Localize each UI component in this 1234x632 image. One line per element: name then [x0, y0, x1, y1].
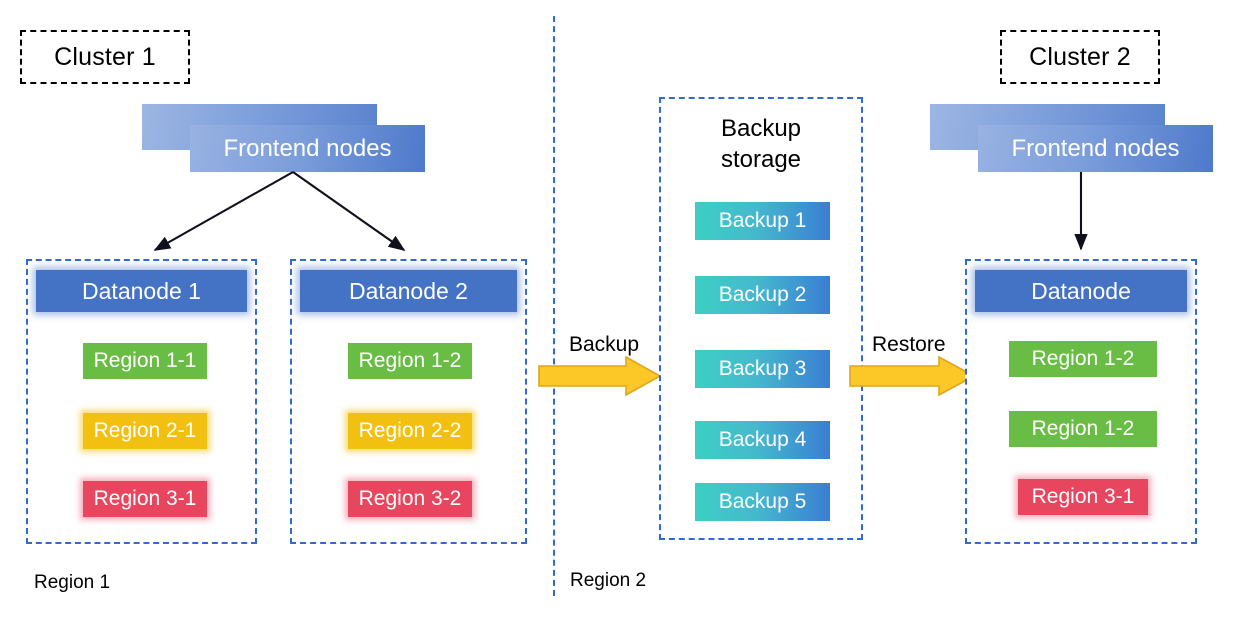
region-caption-2: Region 2	[570, 570, 646, 592]
region-caption-2-label: Region 2	[570, 570, 647, 591]
datanode-header-2-label: Datanode 2	[349, 277, 468, 304]
backup-item[interactable]: Backup 2	[695, 276, 830, 314]
datanode-header-1: Datanode 1	[36, 270, 247, 312]
region-chip[interactable]: Region 3-1	[83, 481, 207, 517]
backup-item[interactable]: Backup 3	[695, 350, 830, 388]
region-chip-label: Region 1-2	[1031, 347, 1135, 370]
frontend-nodes-label-2: Frontend nodes	[1011, 134, 1180, 162]
backup-item[interactable]: Backup 4	[695, 421, 830, 459]
backup-item-label: Backup 5	[718, 490, 807, 513]
region-chip[interactable]: Region 1-2	[348, 343, 472, 379]
cluster-tag-2: Cluster 2	[1000, 30, 1160, 84]
frontend-nodes-cluster2: Frontend nodes	[930, 104, 1220, 176]
restore-flow-text: Restore	[872, 333, 946, 356]
datanode-box-2[interactable]: Datanode 2 Region 1-2 Region 2-2 Region …	[290, 259, 527, 544]
region-divider	[553, 16, 555, 596]
region-chip-label: Region 3-2	[358, 487, 462, 510]
backup-storage-title-line1: Backup	[720, 115, 802, 142]
backup-block-arrow-icon	[538, 356, 662, 396]
datanode-header-3-label: Datanode	[1031, 277, 1131, 304]
cluster-tag-1-label: Cluster 1	[54, 42, 156, 71]
frontend-nodes-label-1: Frontend nodes	[223, 134, 392, 162]
backup-flow-label: Backup	[569, 333, 639, 357]
cluster-tag-2-label: Cluster 2	[1029, 42, 1131, 71]
backup-item[interactable]: Backup 5	[695, 483, 830, 521]
frontend-nodes-cluster1: Frontend nodes	[142, 104, 432, 176]
datanode-box-3[interactable]: Datanode Region 1-2 Region 1-2 Region 3-…	[965, 259, 1197, 544]
backup-storage-box[interactable]: Backup storage Backup 1 Backup 2 Backup …	[659, 97, 863, 540]
region-chip[interactable]: Region 3-1	[1018, 479, 1148, 515]
backup-item-label: Backup 2	[718, 283, 807, 306]
restore-flow-label: Restore	[872, 333, 946, 357]
region-chip-label: Region 1-1	[93, 349, 197, 372]
backup-item[interactable]: Backup 1	[695, 202, 830, 240]
region-chip[interactable]: Region 1-2	[1009, 341, 1157, 377]
frontend-card-front: Frontend nodes	[978, 125, 1213, 172]
region-chip-label: Region 1-2	[358, 349, 462, 372]
backup-storage-title: Backup storage	[661, 113, 861, 175]
datanode-box-1[interactable]: Datanode 1 Region 1-1 Region 2-1 Region …	[26, 259, 257, 544]
region-caption-1: Region 1	[34, 572, 110, 594]
backup-item-label: Backup 3	[718, 357, 807, 380]
region-chip-label: Region 2-1	[93, 419, 197, 442]
region-chip-label: Region 3-1	[93, 487, 197, 510]
cluster-tag-1: Cluster 1	[20, 30, 190, 84]
backup-item-label: Backup 4	[718, 428, 807, 451]
region-chip[interactable]: Region 3-2	[348, 481, 472, 517]
datanode-header-3: Datanode	[975, 270, 1187, 312]
backup-flow-text: Backup	[569, 333, 640, 356]
datanode-header-1-label: Datanode 1	[82, 277, 201, 304]
region-chip[interactable]: Region 1-2	[1009, 411, 1157, 447]
region-chip[interactable]: Region 1-1	[83, 343, 207, 379]
backup-item-label: Backup 1	[718, 209, 807, 232]
region-chip[interactable]: Region 2-1	[83, 413, 207, 449]
restore-block-arrow-icon	[849, 356, 976, 396]
region-chip[interactable]: Region 2-2	[348, 413, 472, 449]
frontend-card-front: Frontend nodes	[190, 125, 425, 172]
region-chip-label: Region 2-2	[358, 419, 462, 442]
backup-storage-title-line2: storage	[720, 146, 802, 173]
region-chip-label: Region 1-2	[1031, 417, 1135, 440]
region-caption-1-label: Region 1	[34, 572, 111, 593]
datanode-header-2: Datanode 2	[300, 270, 517, 312]
region-chip-label: Region 3-1	[1031, 485, 1135, 508]
